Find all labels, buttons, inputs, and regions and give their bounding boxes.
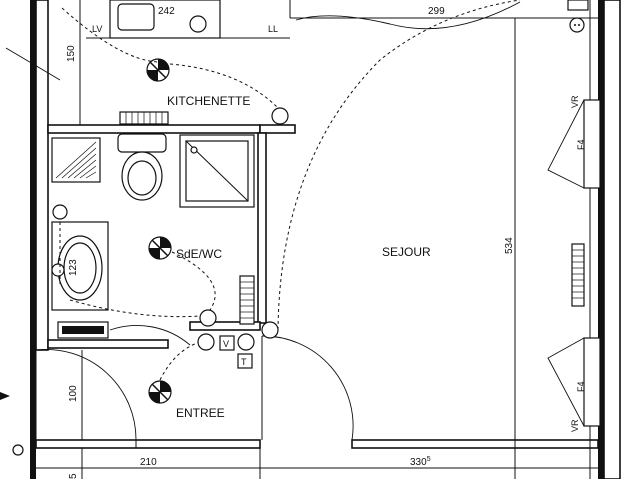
bottom-dimensions: 210 3305 5: [36, 448, 598, 479]
kitchen-circuit: [169, 63, 279, 109]
wall-right-outer: [598, 0, 604, 479]
kitchen-circuit-left: [61, 7, 159, 63]
dim-top: 299: [428, 6, 445, 17]
dim-living-height: 534: [504, 237, 515, 254]
entry: 100 ENTREE V T: [0, 0, 521, 456]
dim-bath-width: 123: [68, 259, 79, 276]
vr-label-top: VR: [570, 95, 580, 108]
dim-kitchen-height: 150: [66, 45, 77, 62]
bathroom-label: SdE/WC: [176, 247, 222, 261]
lv-label: LV: [92, 24, 102, 34]
switch-icon: [52, 204, 68, 220]
dim-top-left: 242: [158, 6, 175, 17]
dim-bottom-left: 210: [140, 457, 157, 468]
living-door-arc-top: [295, 1, 521, 30]
window-icon: VR F4: [547, 337, 601, 432]
wall-bath-bottom-right: [189, 321, 261, 331]
socket-icon: [569, 17, 585, 33]
bath-circuit-2: [171, 251, 216, 311]
wall-bath-right: [257, 132, 267, 324]
light-point-icon: [148, 380, 172, 404]
living: SEJOUR 534 299: [382, 6, 515, 259]
light-point-icon: [146, 58, 170, 82]
kitchenette: LV LL 242 KITCHENETTE 150: [5, 0, 290, 125]
electric-panel-fill: [62, 326, 104, 334]
hob-icon: [189, 15, 207, 33]
socket-icon: [237, 333, 255, 351]
entry-arrow-icon: [0, 392, 10, 400]
entry-circuit: [159, 341, 201, 381]
radiator-icon: [119, 111, 169, 125]
vr-label-bottom: VR: [570, 419, 580, 432]
window-icon: VR F4: [547, 95, 601, 189]
kitchenette-label: KITCHENETTE: [167, 94, 250, 108]
wall-kitchen-bottom-right: [259, 124, 296, 134]
wall-bath-bottom: [47, 339, 169, 349]
entry-label: ENTREE: [176, 406, 225, 420]
dim-bottom-left-edge: 5: [68, 473, 79, 479]
wall-right-outer-skin: [603, 0, 621, 479]
t-label: T: [241, 357, 247, 367]
dim-bottom-right: 3305: [410, 456, 431, 468]
top-right-box: [567, 0, 589, 11]
living-circuit: [277, 0, 521, 331]
bathroom: 123 SdE/WC: [51, 133, 255, 339]
switch-icon: [197, 333, 215, 351]
wall-living-bottom: [351, 439, 599, 449]
pointer-line: [5, 47, 61, 81]
wall-left-inner: [35, 0, 49, 351]
f4-label-bottom: F4: [576, 381, 586, 392]
radiator-icon: [239, 275, 255, 325]
light-point-icon: [148, 236, 172, 260]
wall-kitchen-bottom: [47, 124, 261, 134]
windows: VR F4 VR F4: [547, 0, 601, 432]
t-box: [237, 353, 253, 369]
shower-icon: [51, 137, 101, 183]
sink-icon: [117, 3, 155, 31]
walls: [30, 0, 621, 479]
switch-icon: [271, 107, 289, 125]
bath-circuit: [69, 299, 201, 318]
living-label: SEJOUR: [382, 245, 431, 259]
socket-icon: [51, 263, 65, 277]
switch-icon: [199, 309, 217, 327]
v-box: [219, 335, 235, 351]
switch-icon: [261, 321, 279, 339]
door-icon: [109, 325, 191, 346]
shower-icon: [179, 134, 255, 208]
socket-icon: [12, 444, 24, 456]
f4-label-top: F4: [576, 139, 586, 150]
wall-entry-bottom: [35, 439, 261, 449]
dim-entry-height: 100: [68, 385, 79, 402]
toilet-icon: [117, 133, 167, 201]
radiator-icon: [571, 243, 585, 307]
door-icon: [35, 349, 137, 448]
door-icon: [261, 335, 354, 441]
ll-label: LL: [268, 24, 278, 34]
wall-left-outer: [30, 0, 36, 479]
v-label: V: [223, 339, 229, 349]
